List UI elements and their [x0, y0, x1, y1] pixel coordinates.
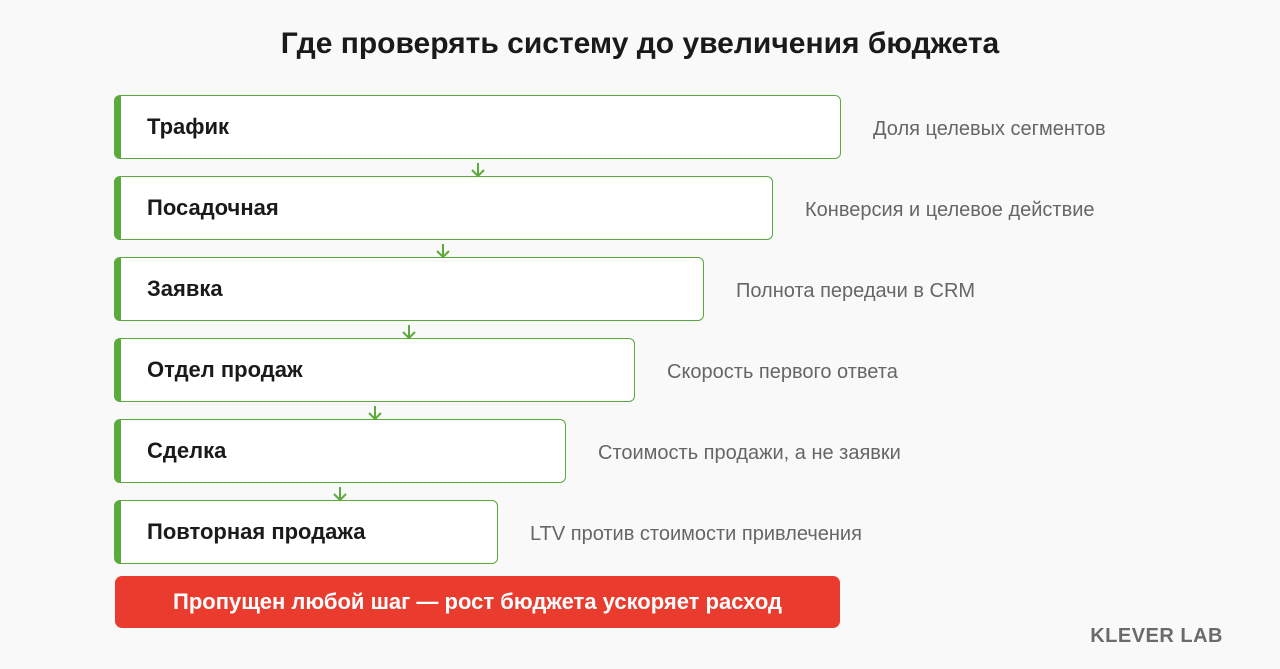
step-metric: LTV против стоимости привлечения [530, 523, 862, 545]
step-metric: Скорость первого ответа [667, 361, 898, 383]
step-metric: Доля целевых сегментов [873, 118, 1106, 140]
step-metric: Конверсия и целевое действие [805, 199, 1095, 221]
step-label: Трафик [147, 114, 230, 139]
brand-logo: KLEVER LAB [1090, 625, 1223, 647]
step-label: Повторная продажа [147, 519, 366, 544]
step-box-repeat-sale: Повторная продажа [114, 500, 498, 564]
step-box-landing: Посадочная [114, 176, 773, 240]
step-label: Сделка [147, 438, 227, 463]
warning-banner: Пропущен любой шаг — рост бюджета ускоря… [115, 576, 840, 628]
step-metric: Стоимость продажи, а не заявки [598, 442, 901, 464]
step-box-traffic: Трафик [114, 95, 841, 159]
diagram-title: Где проверять систему до увеличения бюдж… [280, 27, 1000, 60]
step-metric: Полнота передачи в CRM [736, 280, 976, 302]
step-label: Заявка [147, 276, 223, 301]
step-box-lead: Заявка [114, 257, 704, 321]
step-box-deal: Сделка [114, 419, 566, 483]
step-box-sales-dept: Отдел продаж [114, 338, 635, 402]
step-label: Посадочная [147, 195, 279, 220]
step-label: Отдел продаж [147, 357, 303, 382]
